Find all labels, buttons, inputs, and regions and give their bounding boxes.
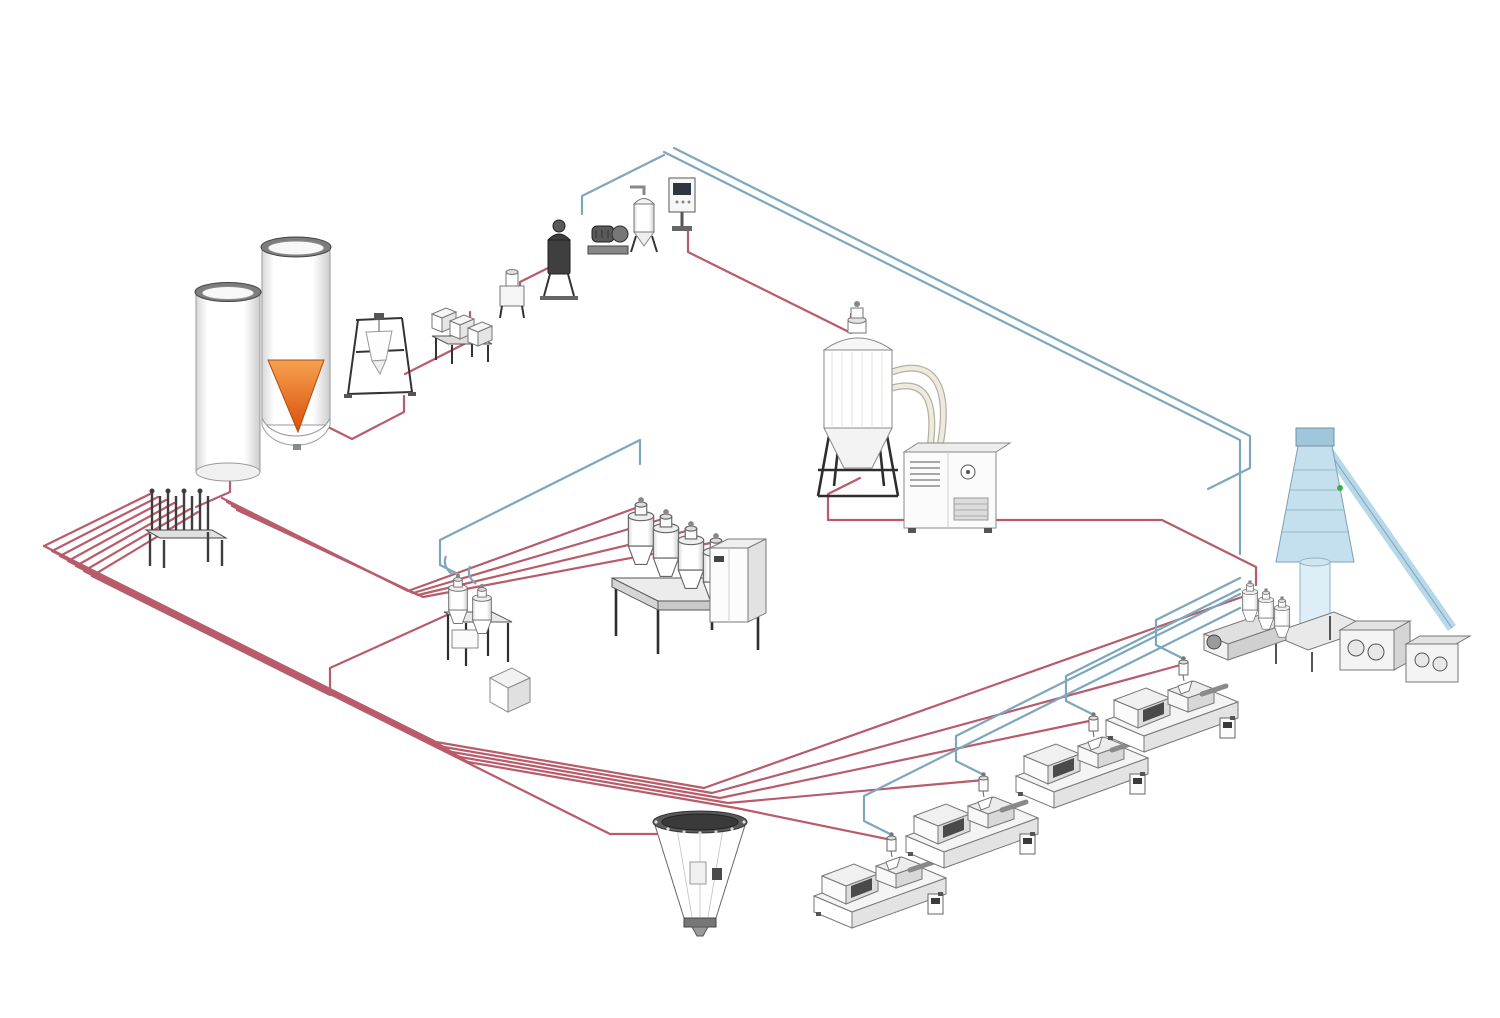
cyclone-filter	[630, 185, 658, 253]
film-blowing-line	[1202, 427, 1472, 683]
control-panel	[668, 177, 696, 231]
material-loop-5	[74, 504, 894, 842]
storage-silo-2	[260, 236, 332, 450]
material-silo2-feed	[328, 394, 406, 441]
vacuum-main-1	[662, 150, 1242, 556]
material-dry-2	[225, 500, 668, 595]
material-loop-6	[82, 507, 678, 836]
crystallizer-hopper	[816, 301, 947, 498]
material-loop-7	[90, 510, 460, 697]
vacuum-imm-2	[954, 592, 1242, 776]
pipes-layer	[42, 146, 1258, 842]
vacuum-loader	[540, 219, 578, 300]
injection-molding-machine-4	[1106, 656, 1238, 752]
desiccant-dryer	[902, 442, 1012, 533]
dosing-unit	[499, 269, 525, 319]
drying-station	[611, 496, 767, 654]
vacuum-main-2	[672, 146, 1252, 491]
octabin-station	[430, 307, 494, 364]
vacuum-imm-1	[862, 606, 1242, 836]
vacuum-imm-4	[1154, 576, 1242, 660]
twin-receiver-station	[443, 555, 513, 666]
material-dryer-film	[826, 476, 1258, 587]
storage-silo-1	[194, 282, 262, 482]
bigbag-unloader	[344, 313, 416, 398]
mixing-silo	[652, 810, 748, 937]
vacuum-imm-3	[1064, 587, 1242, 716]
vacuum-top-chain	[580, 153, 666, 216]
pump-unit	[587, 225, 629, 255]
storage-box	[488, 667, 532, 713]
material-topchain-dryer	[686, 226, 853, 335]
material-dry-4	[235, 508, 718, 599]
coupling-station	[144, 488, 228, 568]
vacuum-twin	[438, 438, 642, 576]
